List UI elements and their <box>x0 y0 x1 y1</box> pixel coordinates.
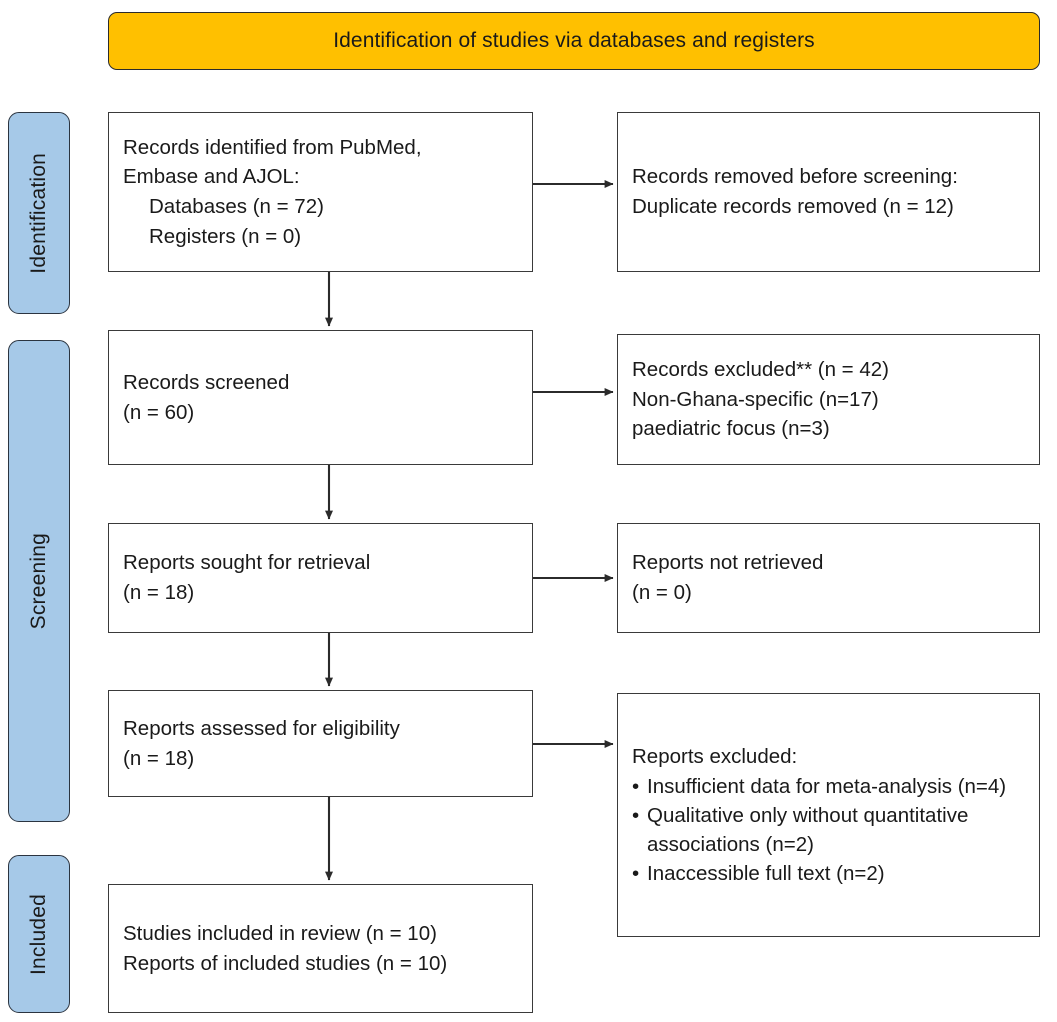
stage-tab-identification: Identification <box>8 112 70 314</box>
stage-tab-included-label: Included <box>27 893 50 975</box>
box-line: Non-Ghana-specific (n=17) <box>632 387 879 411</box>
bullet-glyph: • <box>632 774 640 798</box>
bullet-item: • Inaccessible full text (n=2) <box>632 859 1025 888</box>
box-line: paediatric focus (n=3) <box>632 417 830 441</box>
box-line: (n = 18) <box>123 746 195 770</box>
box-line: Records removed before screening: <box>632 165 958 189</box>
box-studies-included: Studies included in review (n = 10) Repo… <box>108 884 533 1013</box>
box-line: Reports of included studies (n = 10) <box>123 951 448 975</box>
box-line: Reports assessed for eligibility <box>123 716 400 740</box>
bullet-glyph: • <box>632 861 640 885</box>
box-line: Records excluded** (n = 42) <box>632 358 889 382</box>
box-heading: Reports excluded: <box>632 745 798 769</box>
box-records-excluded: Records excluded** (n = 42) Non-Ghana-sp… <box>617 334 1040 465</box>
box-line: Registers (n = 0) <box>149 224 302 248</box>
box-line: (n = 0) <box>632 581 692 604</box>
box-line: (n = 18) <box>123 581 195 604</box>
box-line: Databases (n = 72) <box>149 195 324 218</box>
bullet-text: Inaccessible full text (n=2) <box>647 861 885 885</box>
box-reports-assessed-for-eligibility: Reports assessed for eligibility (n = 18… <box>108 690 533 797</box>
box-reports-not-retrieved: Reports not retrieved (n = 0) <box>617 523 1040 633</box>
bullet-text: Qualitative only without quantitative as… <box>647 803 969 856</box>
box-reports-sought-for-retrieval: Reports sought for retrieval (n = 18) <box>108 523 533 633</box>
box-records-screened: Records screened (n = 60) <box>108 330 533 465</box>
box-line: Reports not retrieved <box>632 551 824 575</box>
box-line: Records screened <box>123 370 290 394</box>
box-line: Studies included in review (n = 10) <box>123 921 437 945</box>
box-reports-excluded: Reports excluded: • Insufficient data fo… <box>617 693 1040 937</box>
box-records-removed: Records removed before screening: Duplic… <box>617 112 1040 272</box>
box-line: Duplicate records removed (n = 12) <box>632 195 954 218</box>
diagram-header-banner: Identification of studies via databases … <box>108 12 1040 70</box>
diagram-title: Identification of studies via databases … <box>333 29 815 52</box>
box-line: Embase and AJOL: <box>123 165 300 189</box>
bullet-text: Insufficient data for meta-analysis (n=4… <box>647 774 1007 798</box>
stage-tab-included: Included <box>8 855 70 1013</box>
bullet-item: • Qualitative only without quantitative … <box>632 801 1025 859</box>
bullet-item: • Insufficient data for meta-analysis (n… <box>632 772 1025 801</box>
box-records-identified: Records identified from PubMed, Embase a… <box>108 112 533 272</box>
box-line: Records identified from PubMed, <box>123 135 422 159</box>
stage-tab-screening-label: Screening <box>27 532 50 630</box>
box-line: Reports sought for retrieval <box>123 551 371 575</box>
stage-tab-identification-label: Identification <box>27 152 50 274</box>
box-line: (n = 60) <box>123 400 195 424</box>
bullet-glyph: • <box>632 803 640 827</box>
stage-tab-screening: Screening <box>8 340 70 822</box>
